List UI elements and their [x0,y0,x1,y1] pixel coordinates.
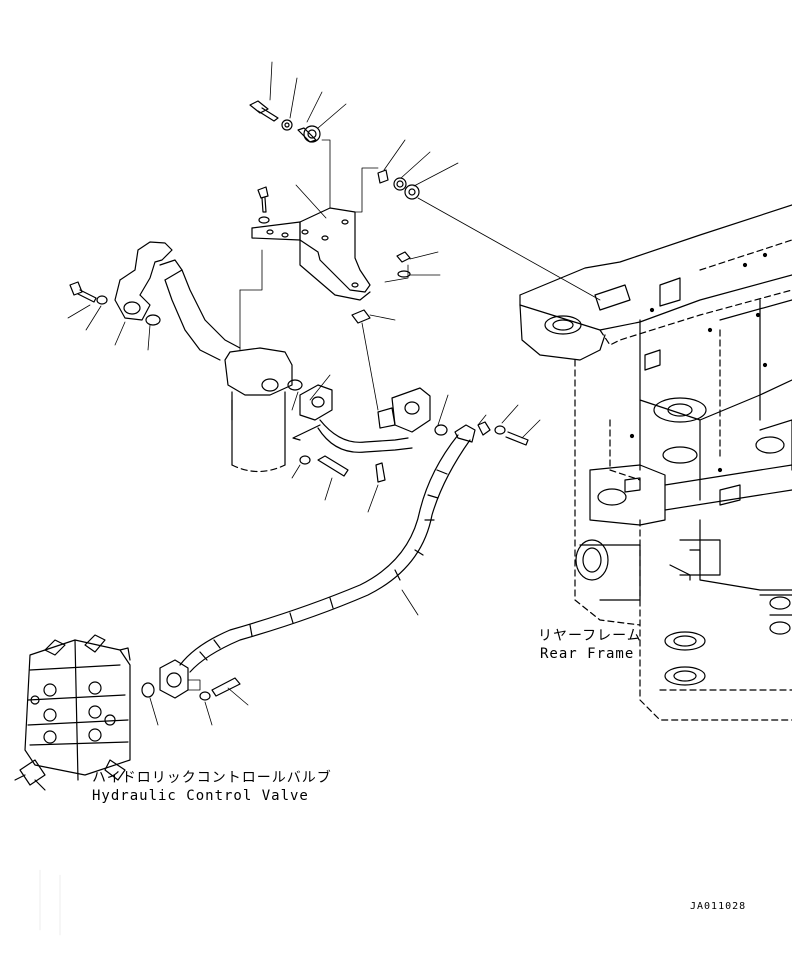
tube-assembly [293,375,448,452]
leader-line [418,198,600,300]
control-valve-label-en: Hydraulic Control Valve [92,788,309,804]
control-valve-label-jp: ハイドロリックコントロールバルブ [92,770,332,786]
left-bolt [68,282,107,330]
rear-frame-label-en: Rear Frame [540,646,635,662]
elbow-fitting [115,242,240,360]
lower-fittings [142,660,248,725]
hydraulic-hose [180,405,540,672]
right-small-fasteners [378,140,458,199]
scan-artifact [40,870,60,935]
rear-frame-label-jp: リヤーフレーム [538,628,642,644]
rear-frame [520,205,792,720]
oil-filter [225,250,302,472]
tube-fasteners [292,456,385,512]
hydraulic-control-valve [15,635,130,790]
top-bolt-stack [250,62,346,142]
drawing-reference-number: JA011028 [690,901,747,912]
mounting-bracket [252,140,440,410]
